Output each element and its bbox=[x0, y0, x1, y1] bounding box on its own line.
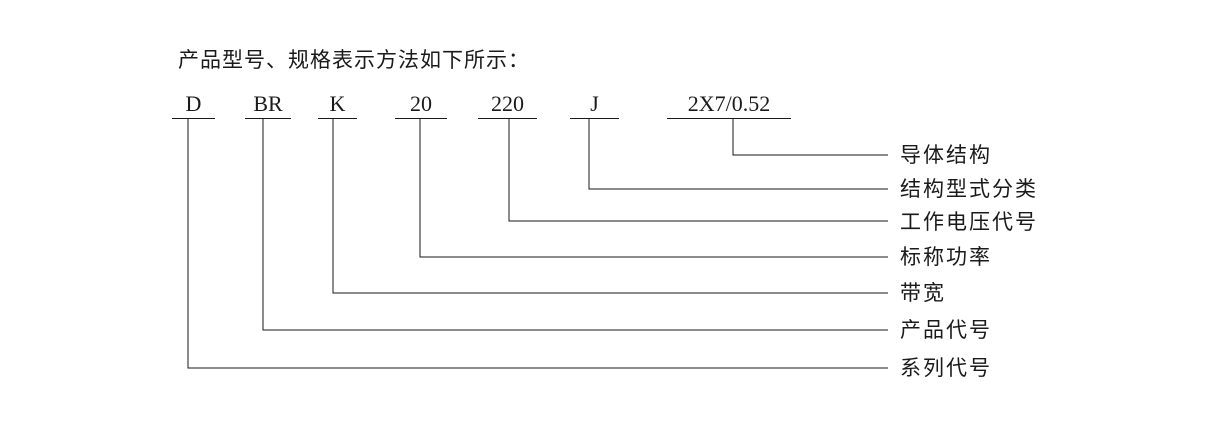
code-segment-voltage: 220 bbox=[478, 90, 537, 119]
label-structure-type: 结构型式分类 bbox=[900, 177, 1038, 201]
connector-product-code bbox=[262, 118, 888, 331]
connector-bandwidth bbox=[332, 118, 888, 294]
code-segment-power: 20 bbox=[395, 90, 447, 119]
connector-series-code bbox=[187, 118, 888, 369]
connector-conductor-structure bbox=[732, 118, 888, 156]
label-bandwidth: 带宽 bbox=[900, 281, 946, 305]
code-segment-conductor: 2X7/0.52 bbox=[667, 90, 791, 119]
label-conductor-structure: 导体结构 bbox=[900, 143, 992, 167]
label-rated-power: 标称功率 bbox=[900, 245, 992, 269]
connector-voltage-code bbox=[508, 118, 888, 222]
label-voltage-code: 工作电压代号 bbox=[900, 210, 1038, 234]
connector-rated-power bbox=[419, 118, 888, 258]
code-segment-series: D bbox=[172, 90, 215, 119]
code-segment-structure-type: J bbox=[570, 90, 619, 119]
code-segment-product: BR bbox=[245, 90, 291, 119]
label-product-code: 产品代号 bbox=[900, 318, 992, 342]
diagram-title: 产品型号、规格表示方法如下所示： bbox=[178, 48, 530, 72]
connector-structure-type bbox=[588, 118, 888, 190]
label-series-code: 系列代号 bbox=[900, 356, 992, 380]
code-segment-bandwidth: K bbox=[318, 90, 357, 119]
